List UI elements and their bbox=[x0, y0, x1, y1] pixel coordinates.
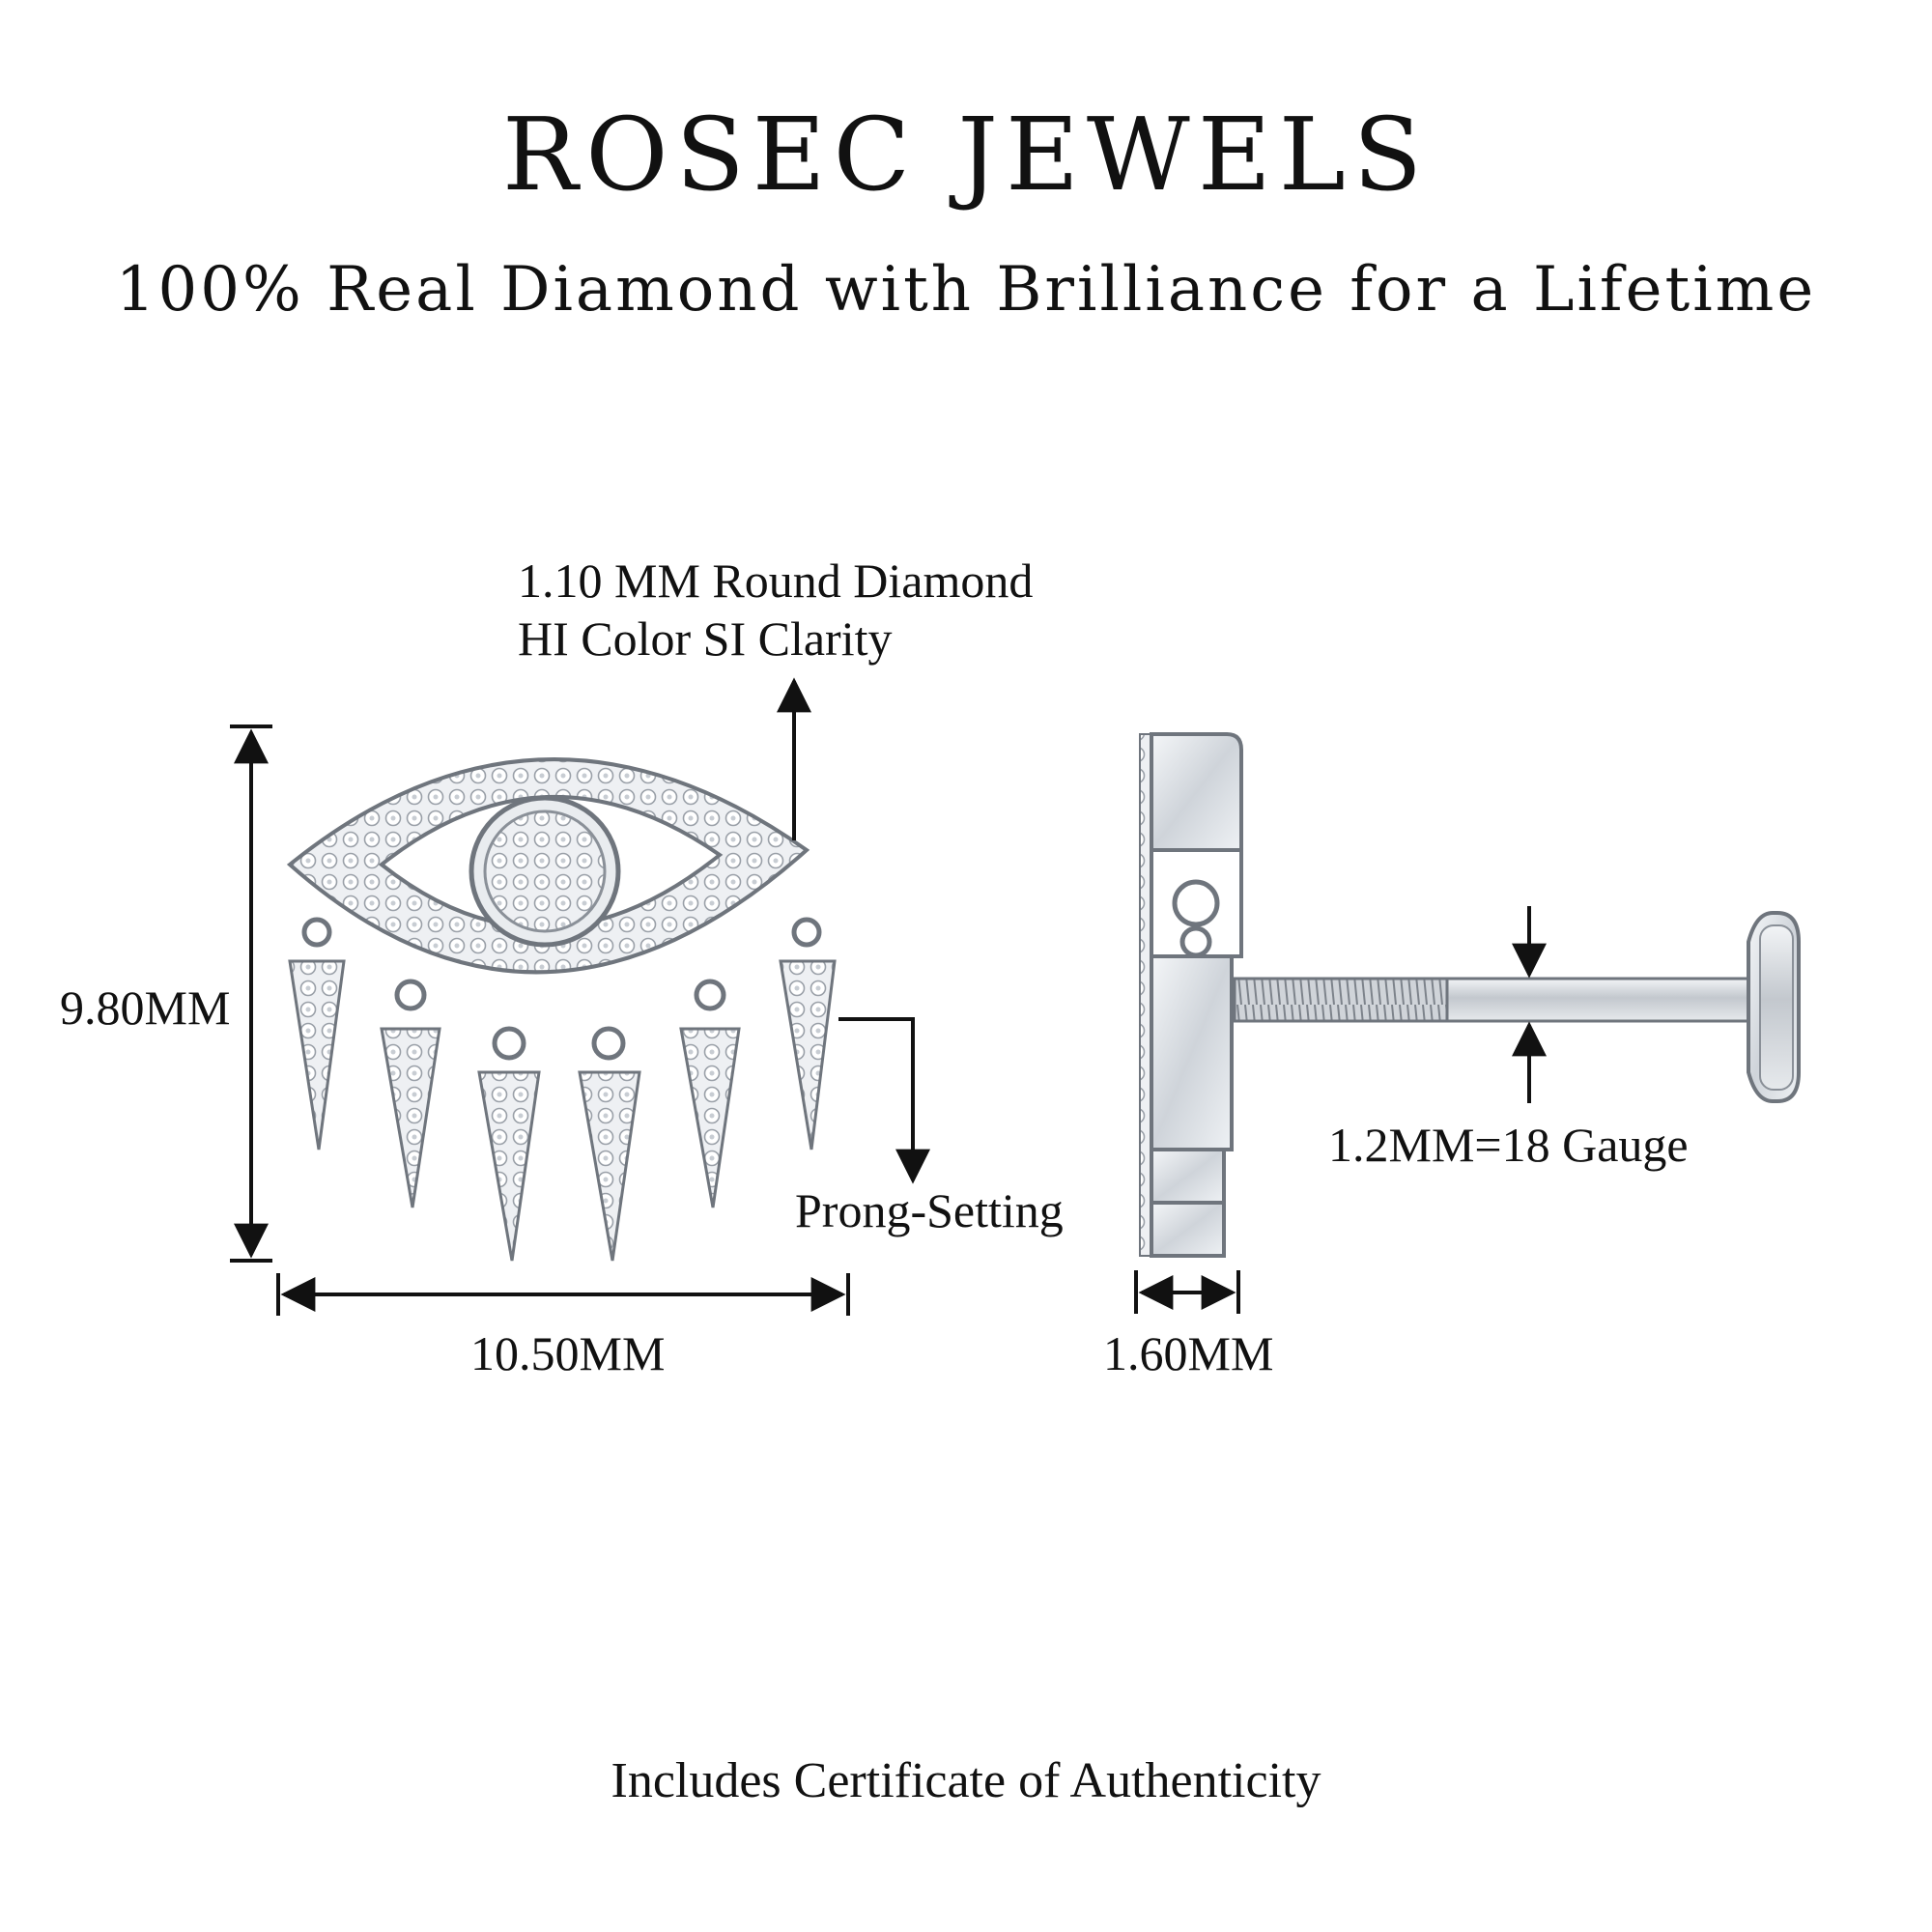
threaded-post bbox=[1233, 977, 1449, 1023]
setting-label: Prong-Setting bbox=[795, 1183, 1064, 1237]
dangle-5 bbox=[679, 979, 741, 1208]
earring-side-view bbox=[1139, 732, 1801, 1258]
stone-spec-line-1: 1.10 MM Round Diamond bbox=[518, 554, 1034, 608]
brand-title: ROSEC JEWELS bbox=[501, 96, 1431, 213]
height-dimension-label: 9.80MM bbox=[60, 980, 231, 1035]
tagline: 100% Real Diamond with Brilliance for a … bbox=[115, 254, 1817, 326]
dangle-1 bbox=[288, 917, 346, 1151]
stone-spec-line-2: HI Color SI Clarity bbox=[518, 611, 893, 666]
dangle-2 bbox=[380, 979, 441, 1208]
certificate-note: Includes Certificate of Authenticity bbox=[611, 1753, 1321, 1808]
dangle-6 bbox=[779, 917, 837, 1151]
smooth-bar bbox=[1445, 977, 1756, 1023]
earring-front-view bbox=[286, 757, 837, 1262]
dangle-3 bbox=[477, 1026, 541, 1262]
dangle-4 bbox=[578, 1026, 641, 1262]
width-dimension-label: 10.50MM bbox=[470, 1326, 666, 1380]
dimension-lines bbox=[230, 677, 1547, 1316]
gauge-label: 1.2MM=18 Gauge bbox=[1328, 1118, 1689, 1172]
thickness-dimension-label: 1.60MM bbox=[1103, 1326, 1274, 1380]
